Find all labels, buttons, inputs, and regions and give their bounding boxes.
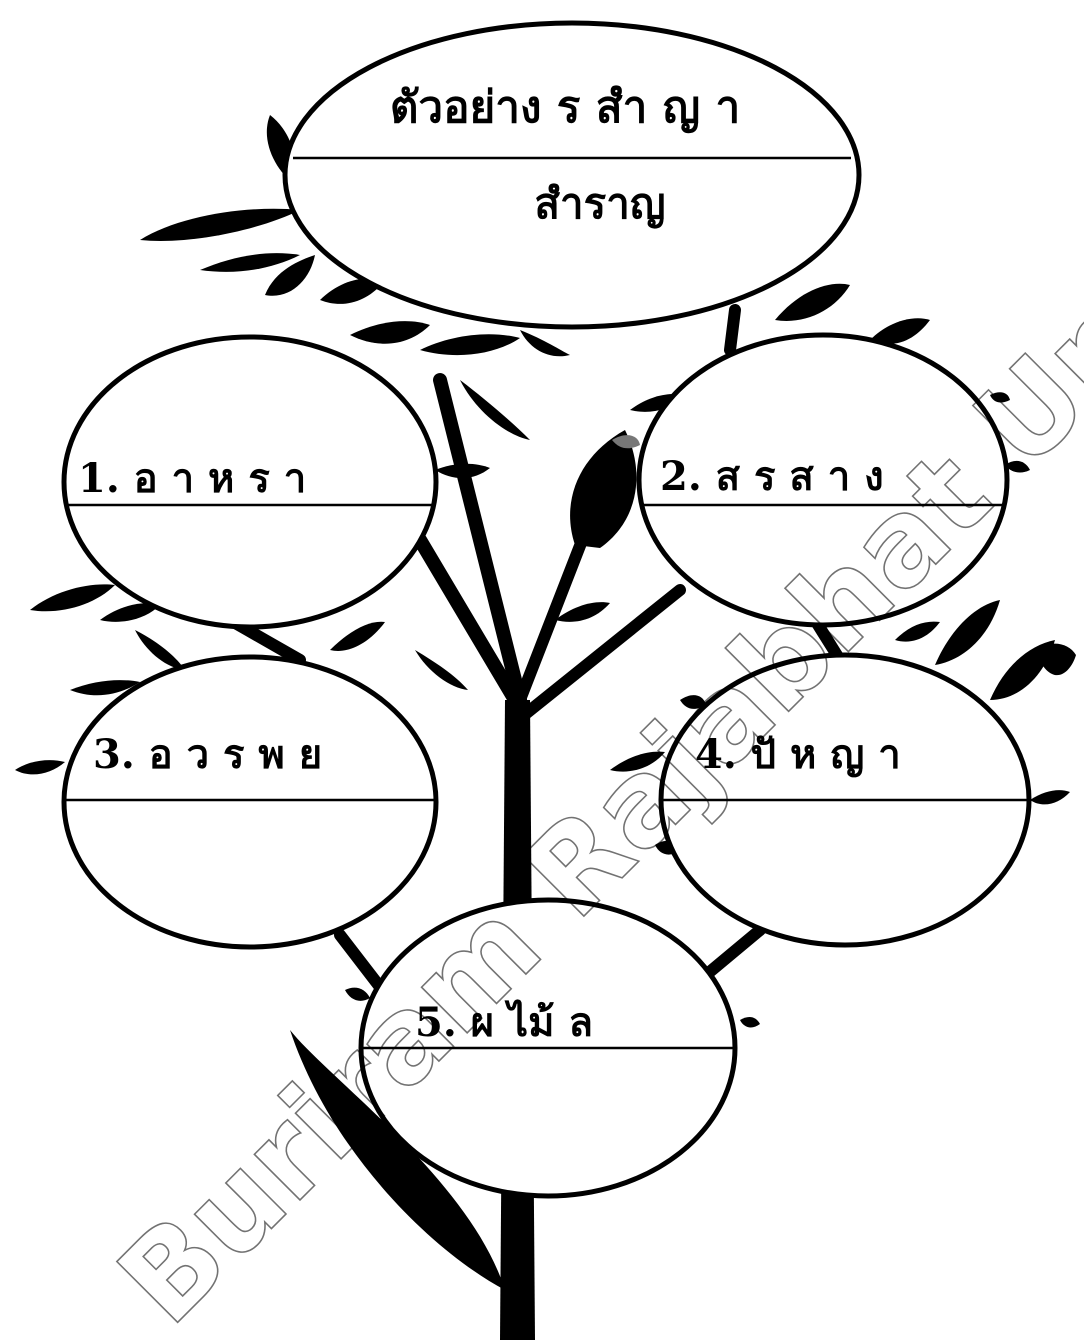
leaf bbox=[135, 630, 185, 670]
leaf bbox=[140, 209, 300, 241]
leaf bbox=[435, 464, 490, 478]
leaf bbox=[15, 760, 65, 774]
leaf bbox=[775, 284, 850, 321]
leaf bbox=[200, 253, 300, 272]
leaf bbox=[1035, 644, 1076, 675]
example-top-text: ตัวอย่าง ร สำ ญ า bbox=[390, 82, 740, 133]
leaf bbox=[420, 334, 520, 355]
bubble-label: 1. อ า ห ร า bbox=[78, 455, 306, 502]
leaf bbox=[460, 380, 530, 440]
word-bubble-1: 1. อ า ห ร า bbox=[64, 337, 436, 627]
bubble-label: 3. อ ว ร พ ย bbox=[93, 731, 322, 778]
leaf bbox=[935, 600, 1000, 665]
word-bubble-3: 3. อ ว ร พ ย bbox=[64, 657, 436, 947]
branch bbox=[730, 310, 735, 350]
bubble-ellipse bbox=[64, 657, 436, 947]
example-answer-text: สำราญ bbox=[534, 179, 665, 229]
leaf bbox=[330, 622, 385, 651]
leaf bbox=[415, 650, 468, 690]
leaf bbox=[740, 1017, 760, 1028]
leaf bbox=[520, 330, 570, 356]
example-bubble: ตัวอย่าง ร สำ ญ า สำราญ bbox=[285, 23, 859, 327]
leaf bbox=[30, 584, 115, 611]
example-ellipse bbox=[285, 23, 859, 327]
leaf bbox=[1030, 790, 1070, 804]
leaf bbox=[350, 321, 430, 344]
